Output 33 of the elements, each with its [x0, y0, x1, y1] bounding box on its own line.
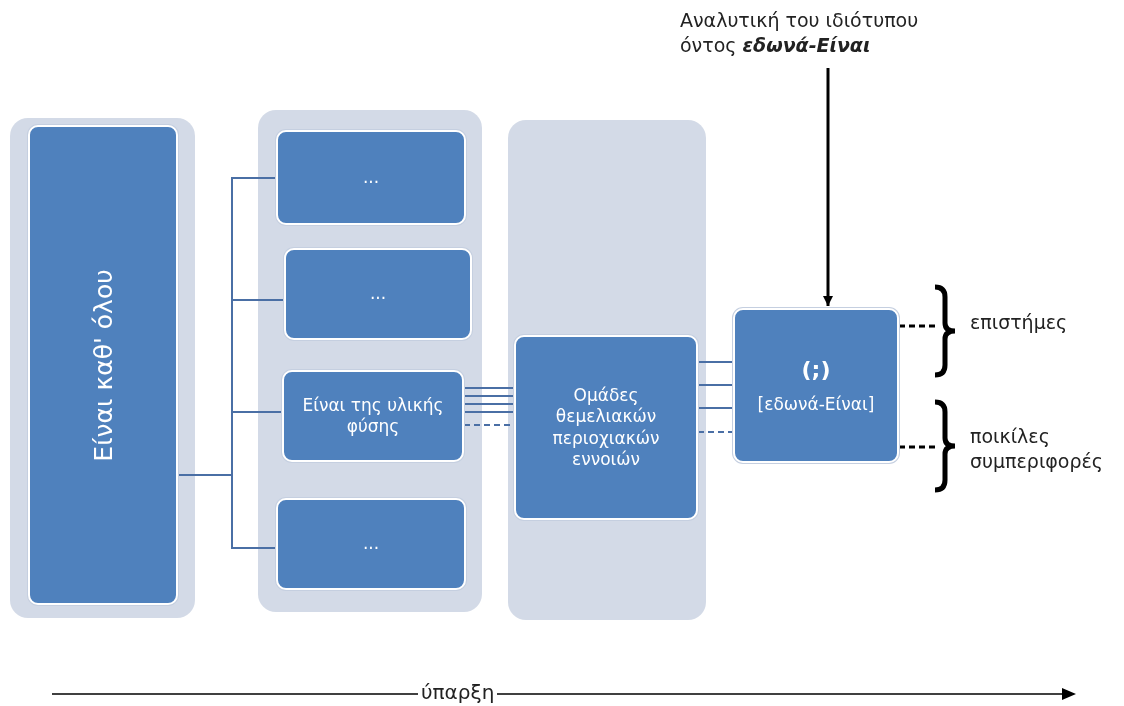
box-label: ... [362, 166, 380, 189]
process-box [28, 125, 178, 605]
process-box [282, 370, 464, 462]
connector-line [463, 395, 515, 397]
annotation-text: Αναλυτική του ιδιότυπου όντος εδωνά-Είναι [680, 8, 942, 68]
process-box [284, 248, 472, 340]
box-label: Ομάδες θεμελιακών περιοχιακών εννοιών [551, 385, 661, 470]
arrow [823, 68, 833, 306]
process-box [276, 130, 466, 225]
group-panel [258, 110, 482, 612]
connector-line [899, 445, 935, 449]
connector-line [463, 403, 515, 405]
connector-line [463, 411, 515, 413]
annotation-text: επιστήμες [970, 310, 1100, 344]
group-panel [508, 120, 706, 620]
box-label: Είναι καθ' όλου [88, 268, 118, 462]
box-label: ... [362, 533, 380, 555]
group-panel [10, 118, 195, 618]
connector-line [697, 431, 734, 433]
annotation-text: ποικίλες συμπεριφορές [970, 424, 1122, 480]
axis-label: ύπαρξη [418, 680, 498, 704]
box-label: [εδωνά-Είναι] [757, 393, 875, 415]
process-box [733, 308, 899, 463]
connector-line [697, 361, 734, 363]
connector-line [463, 387, 515, 389]
connector-line [697, 407, 734, 409]
connector-line [899, 324, 935, 328]
box-label: (;) [801, 356, 831, 384]
process-box [276, 498, 466, 590]
process-box [514, 335, 698, 520]
box-label: ... [369, 283, 387, 305]
box-label: Είναι της υλικής φύσης [301, 394, 445, 438]
connector-line [697, 384, 734, 386]
